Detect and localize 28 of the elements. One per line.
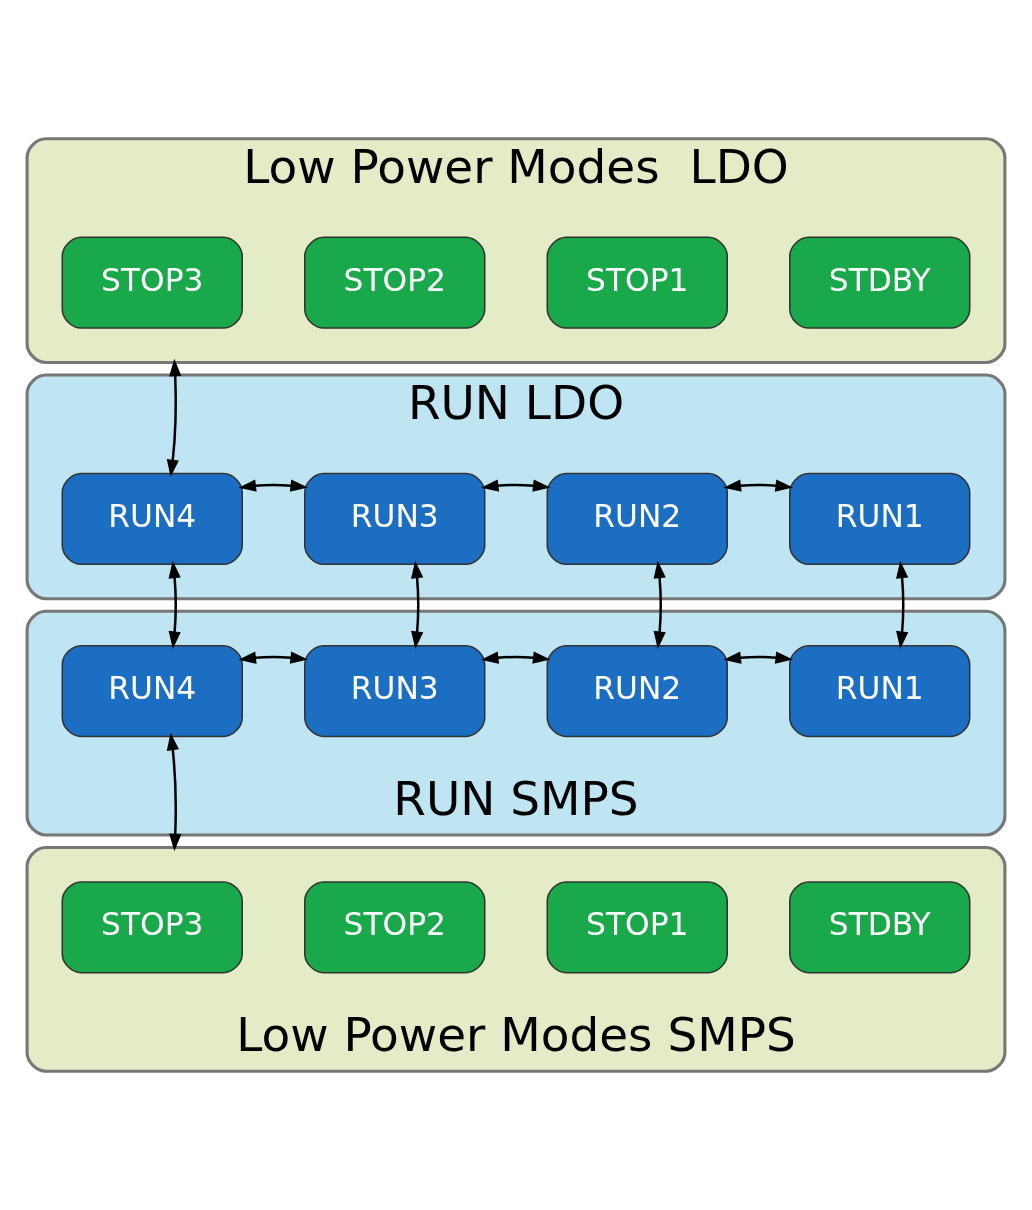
arrow: [480, 651, 551, 664]
node-box: STDBY: [789, 881, 971, 974]
node-box: STOP2: [304, 881, 486, 974]
node-box: RUN4: [61, 472, 243, 566]
arrow: [238, 651, 308, 664]
node-box: RUN2: [546, 644, 728, 738]
node-box: STOP3: [61, 236, 243, 329]
node-box: STOP2: [304, 236, 486, 329]
arrow: [723, 651, 793, 664]
node-box: STOP3: [61, 881, 243, 974]
node-box: STDBY: [789, 236, 971, 329]
arrow: [653, 560, 666, 649]
arrow: [411, 560, 424, 649]
node-box: RUN2: [546, 472, 728, 566]
node-box: STOP1: [546, 881, 728, 974]
node-box: RUN1: [789, 644, 971, 738]
node-box: RUN3: [304, 472, 486, 566]
node-box: RUN4: [61, 644, 243, 738]
arrow: [896, 560, 909, 649]
arrow: [166, 358, 182, 478]
node-box: STOP1: [546, 236, 728, 329]
arrow: [480, 479, 551, 492]
arrow: [723, 479, 793, 492]
node-box: RUN1: [789, 472, 971, 566]
arrow: [166, 732, 182, 852]
arrow: [168, 560, 181, 649]
arrow: [238, 479, 308, 492]
node-box: RUN3: [304, 644, 486, 738]
